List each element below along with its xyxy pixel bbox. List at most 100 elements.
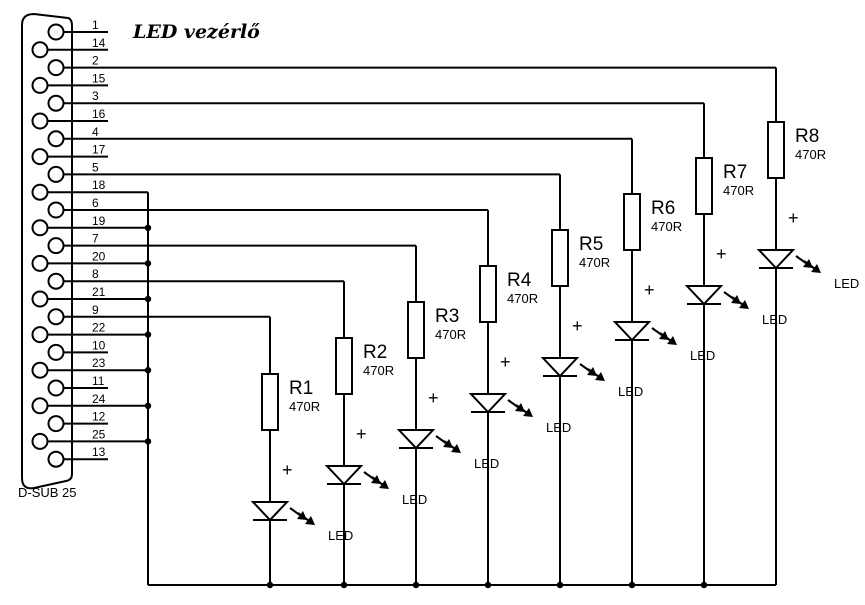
resistor-value: 470R [435, 327, 466, 342]
light-arrowhead [451, 444, 461, 453]
polarity-mark: + [428, 388, 439, 408]
resistor [767, 121, 785, 179]
pin-hole [47, 450, 65, 468]
junction-dot [412, 581, 420, 589]
led-symbol [250, 501, 290, 522]
pin-hole [31, 361, 49, 379]
pin-number: 8 [92, 267, 99, 281]
pin-number: 20 [92, 249, 106, 263]
junction-dot [144, 260, 152, 267]
pin-number: 4 [92, 125, 99, 139]
resistor-label: R3 [435, 306, 459, 327]
resistor [695, 157, 713, 215]
polarity-mark: + [788, 208, 799, 228]
junction-dot [484, 581, 492, 589]
led-channel: R8 470R + LED [108, 66, 859, 585]
pin-number: 11 [92, 374, 105, 388]
light-arrowhead [739, 300, 749, 309]
resistor [623, 193, 641, 251]
led-symbol [396, 429, 436, 450]
junction-dot [700, 581, 708, 589]
pin-hole [47, 59, 65, 77]
led-symbol [324, 465, 364, 486]
pin-number: 14 [92, 36, 106, 50]
pin-number: 22 [92, 321, 106, 335]
pin-number: 5 [92, 160, 99, 174]
polarity-mark: + [500, 352, 511, 372]
pin-number: 16 [92, 107, 106, 121]
pin-number: 9 [92, 303, 99, 317]
resistor-value: 470R [289, 399, 320, 414]
led-label: LED [762, 312, 787, 327]
pin-number: 21 [92, 285, 106, 299]
led-label: LED [546, 420, 571, 435]
pin-number: 2 [92, 54, 99, 68]
pin-hole [47, 94, 65, 112]
light-arrowhead [379, 480, 389, 489]
led-symbol [684, 285, 724, 306]
resistor-label: R4 [507, 270, 532, 291]
light-arrowhead [523, 408, 533, 417]
pin-hole [47, 201, 65, 219]
junction-dot [340, 581, 348, 589]
light-arrowhead [595, 372, 605, 381]
led-label: LED [834, 276, 859, 291]
wiring [108, 191, 776, 586]
led-symbol [468, 393, 508, 414]
led-channels: R1470R+LEDR2470R+LEDR3470R+LEDR4470R+LED… [108, 66, 859, 589]
resistor-value: 470R [651, 219, 682, 234]
resistor-value: 470R [579, 255, 610, 270]
led-label: LED [402, 492, 427, 507]
pin-hole [31, 148, 49, 166]
led-channel: R7 470R + LED [108, 102, 787, 589]
resistor-label: R2 [363, 342, 387, 363]
led-label: LED [618, 384, 643, 399]
resistor-label: R6 [651, 198, 675, 219]
pin-number: 12 [92, 410, 106, 424]
junction-dot [266, 581, 274, 589]
pin-hole [47, 23, 65, 41]
pin-hole [31, 76, 49, 94]
led-label: LED [474, 456, 499, 471]
pin-hole [47, 343, 65, 361]
junction-dot [144, 224, 152, 231]
resistor-label: R5 [579, 234, 603, 255]
pin-number: 15 [92, 71, 106, 85]
resistor-label: R7 [723, 162, 747, 183]
led-symbol [540, 357, 580, 378]
pin-hole [31, 326, 49, 344]
light-arrowhead [811, 264, 821, 273]
pin-number: 23 [92, 356, 106, 370]
led-symbol [756, 249, 796, 270]
pin-number: 3 [92, 89, 99, 103]
resistor [261, 373, 279, 431]
junction-dot [628, 581, 636, 589]
pin-hole [31, 183, 49, 201]
light-arrowhead [305, 516, 315, 525]
resistor [551, 229, 569, 287]
pin-hole [47, 165, 65, 183]
resistor-label: R1 [289, 378, 313, 399]
pin-number: 25 [92, 427, 106, 441]
resistor-value: 470R [507, 291, 538, 306]
pin-hole [47, 237, 65, 255]
pin-hole [31, 254, 49, 272]
connector-label: D-SUB 25 [18, 485, 77, 500]
resistor-label: R8 [795, 126, 819, 147]
pin-hole [47, 130, 65, 148]
led-label: LED [328, 528, 353, 543]
polarity-mark: + [282, 460, 293, 480]
pin-hole [31, 112, 49, 130]
resistor-value: 470R [363, 363, 394, 378]
pin-hole [47, 308, 65, 326]
resistor [407, 301, 425, 359]
pin-number: 24 [92, 392, 106, 406]
pin-hole [31, 290, 49, 308]
pin-hole [31, 219, 49, 237]
pin-number: 10 [92, 338, 106, 352]
